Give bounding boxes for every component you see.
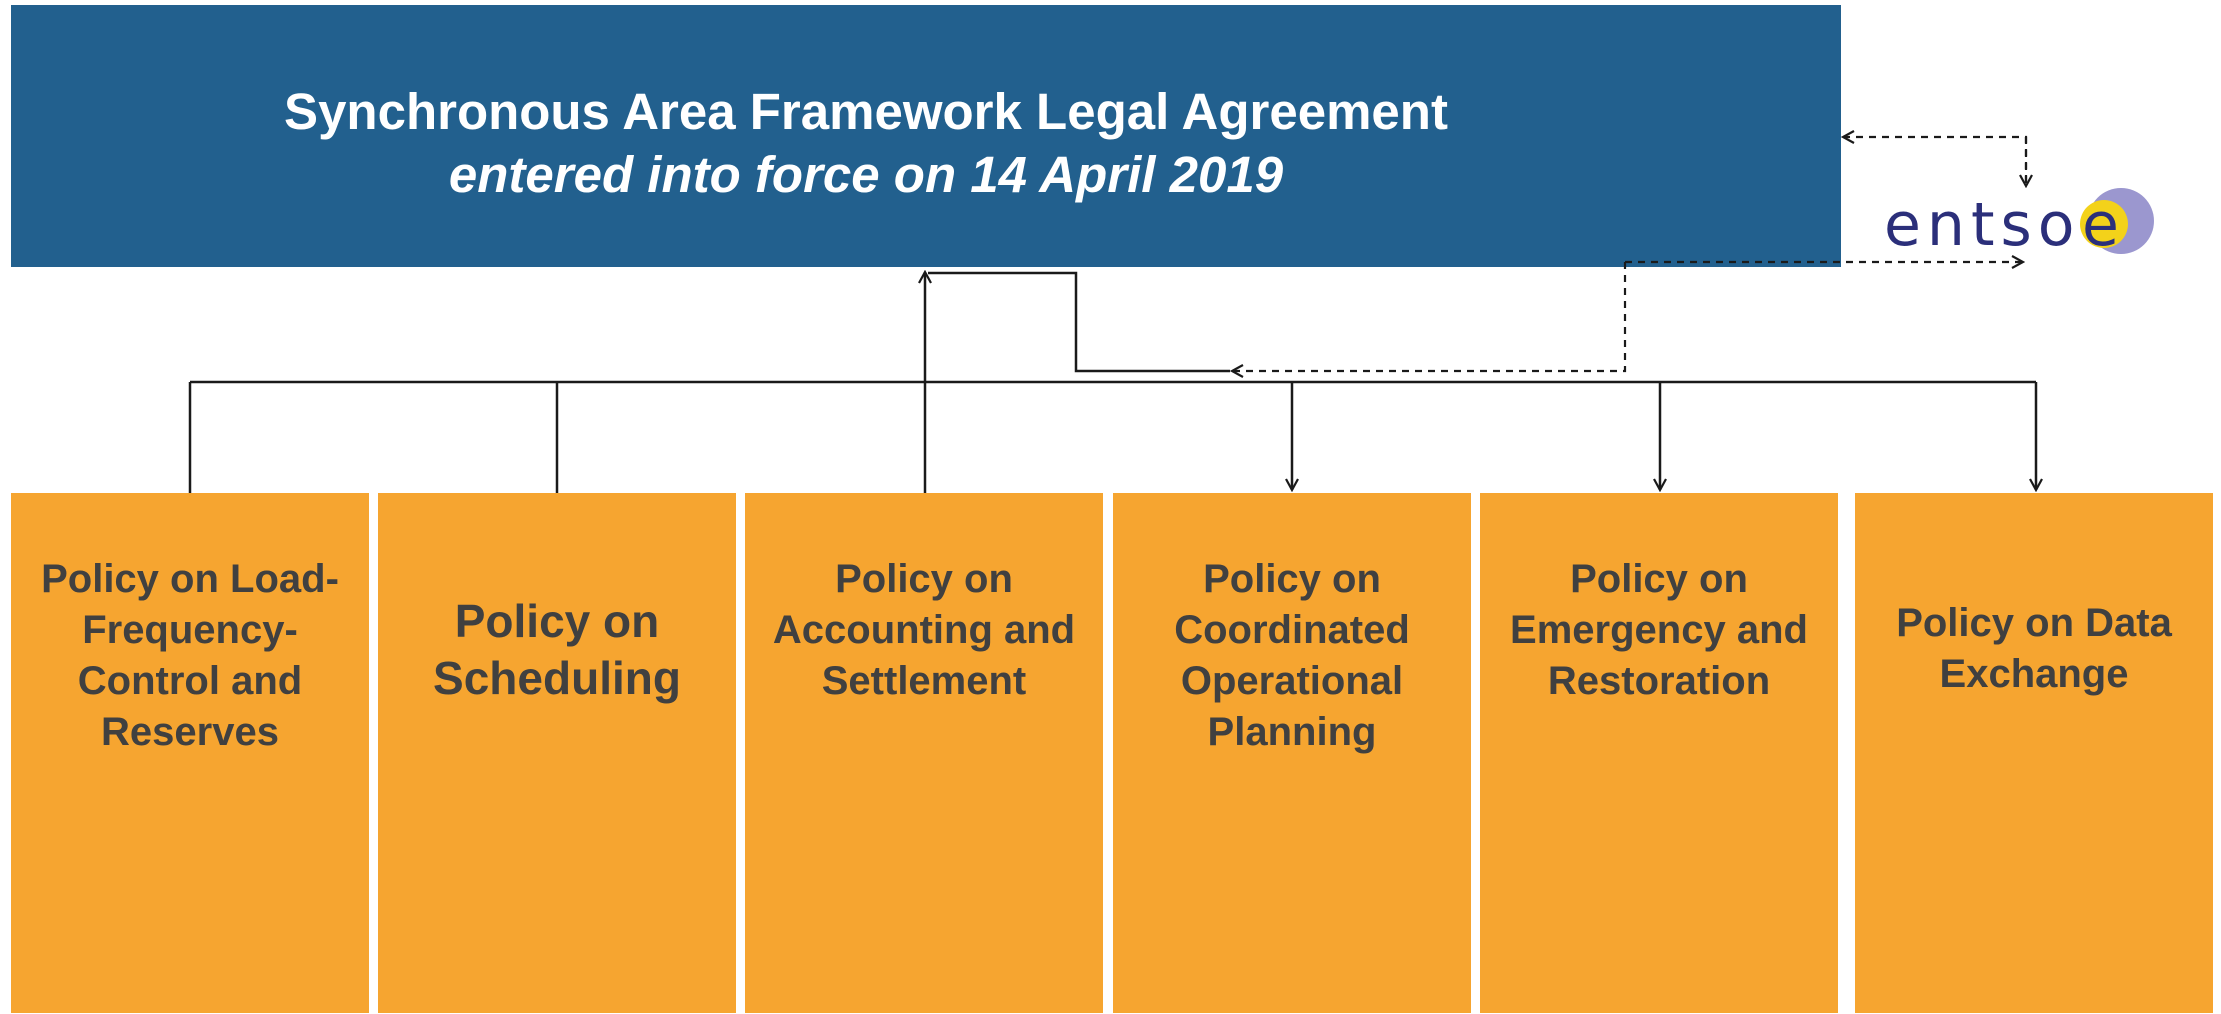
- policy-label: Policy on Load-Frequency-Control and Res…: [41, 557, 339, 754]
- policy-box-accounting-settlement: Policy on Accounting and Settlement: [745, 493, 1103, 1013]
- logo-text: entso: [1884, 190, 2081, 260]
- logo-accent-letter: e: [2082, 190, 2119, 260]
- policy-box-emergency-restoration: Policy on Emergency and Restoration: [1480, 493, 1838, 1013]
- dashed-entsoe-to-policies: [1232, 262, 1627, 371]
- policy-box-scheduling: Policy on Scheduling: [378, 493, 736, 1013]
- header-loop-line: [928, 271, 1230, 373]
- policy-box-load-frequency-control: Policy on Load-Frequency-Control and Res…: [11, 493, 369, 1013]
- dashed-logo-to-header: [1843, 137, 2028, 182]
- policy-label: Policy on Coordinated Operational Planni…: [1174, 557, 1410, 754]
- policy-label: Policy on Scheduling: [433, 595, 681, 704]
- header-subtitle: entered into force on 14 April 2019: [448, 146, 1284, 204]
- header-title: Synchronous Area Framework Legal Agreeme…: [284, 83, 1448, 140]
- header-box: Synchronous Area Framework Legal Agreeme…: [11, 5, 1841, 267]
- policy-box-data-exchange: Policy on Data Exchange: [1855, 493, 2213, 1013]
- policy-label: Policy on Emergency and Restoration: [1510, 557, 1808, 703]
- logo-dot-icon: [2080, 200, 2128, 248]
- entsoe-logo: entso e: [1884, 180, 2164, 270]
- policy-label: Policy on Accounting and Settlement: [772, 557, 1076, 703]
- policy-box-coordinated-operational-planning: Policy on Coordinated Operational Planni…: [1113, 493, 1471, 1013]
- policy-label: Policy on Data Exchange: [1896, 601, 2172, 696]
